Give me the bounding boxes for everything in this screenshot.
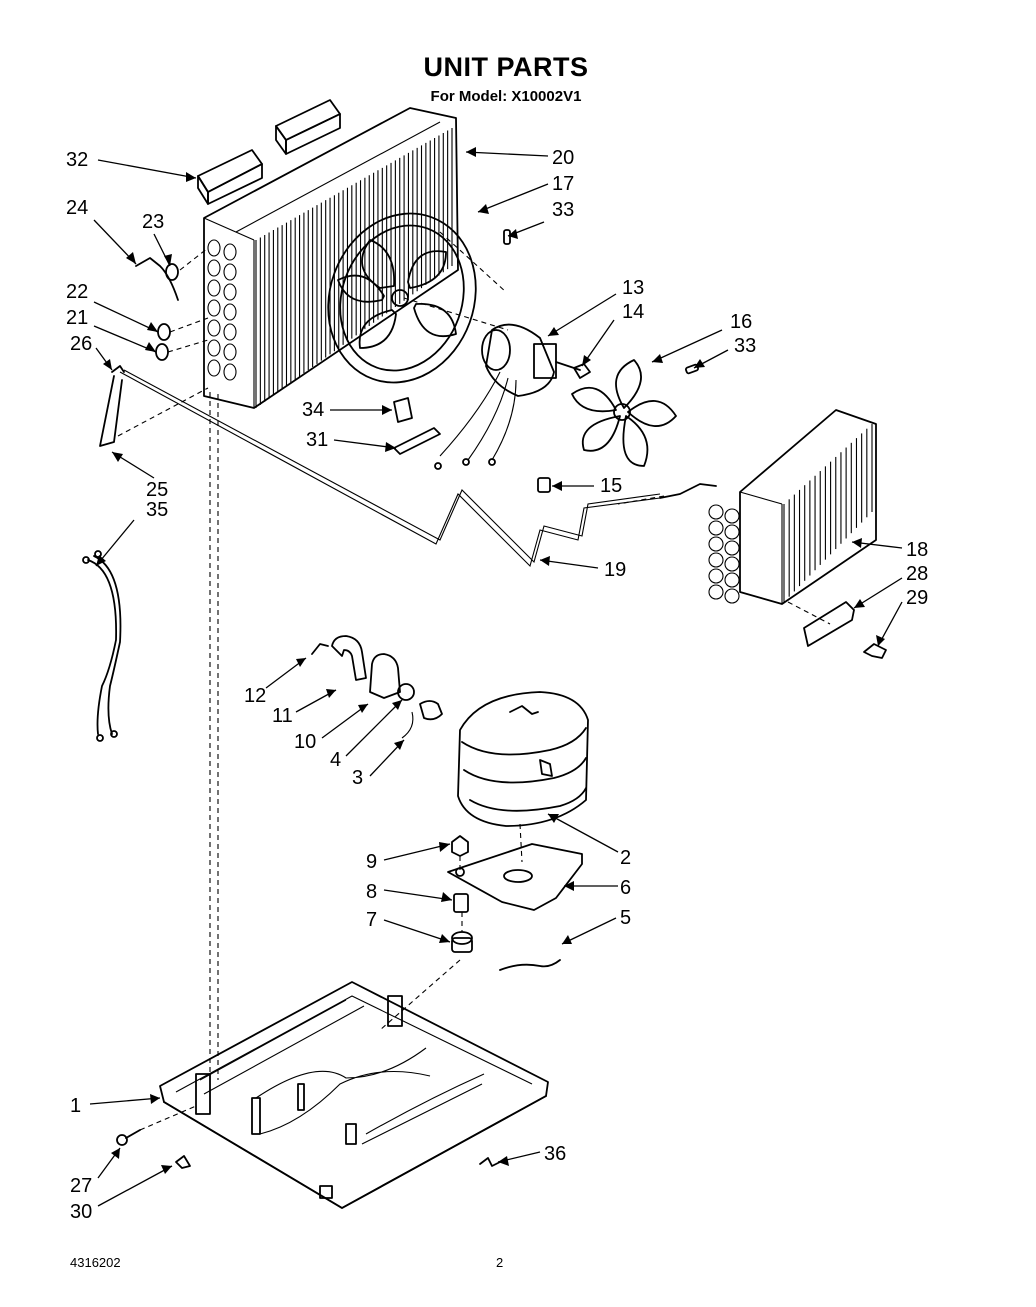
callout-21: 21: [66, 307, 88, 329]
callout-20: 20: [552, 147, 574, 169]
callout-24: 24: [66, 197, 88, 219]
callout-19: 19: [604, 559, 626, 581]
bracket: [393, 397, 413, 423]
callout-5: 5: [620, 907, 631, 929]
wire: [499, 959, 561, 971]
fan-motor: [434, 323, 581, 470]
callout-7: 7: [366, 909, 377, 931]
leader-lines: [89, 151, 903, 1207]
screw: [116, 1105, 197, 1146]
mounting-hardware: [379, 835, 583, 1031]
callout-22: 22: [66, 281, 88, 303]
model-subtitle: For Model: X10002V1: [430, 88, 582, 105]
callout-1: 1: [70, 1095, 81, 1117]
callout-12: 12: [244, 685, 266, 707]
callout-labels: 32 20 17 24 23 33 13 14 22 21 26 16 33 3…: [66, 147, 928, 1223]
callout-10: 10: [294, 731, 316, 753]
nut: [573, 363, 591, 379]
callout-9: 9: [366, 851, 377, 873]
callout-30: 30: [70, 1201, 92, 1223]
page-title: UNIT PARTS: [423, 52, 589, 82]
callout-33b: 33: [734, 335, 756, 357]
callout-36: 36: [544, 1143, 566, 1165]
bracket: [787, 601, 855, 647]
wire-harness: [82, 550, 122, 742]
condenser-top-blocks: [197, 99, 341, 205]
callout-32: 32: [66, 149, 88, 171]
callout-25: 25: [146, 479, 168, 501]
compressor: [457, 691, 589, 863]
base-pan: [159, 981, 549, 1209]
clip: [863, 643, 887, 659]
callout-29: 29: [906, 587, 928, 609]
fan-shroud: [327, 212, 509, 384]
callout-18: 18: [906, 539, 928, 561]
clip: [537, 477, 551, 493]
callout-17: 17: [552, 173, 574, 195]
callout-33a: 33: [552, 199, 574, 221]
strap: [393, 427, 441, 455]
evaporator-coil: [617, 409, 877, 605]
leader-arrowheads: [96, 147, 885, 1174]
callout-3: 3: [352, 767, 363, 789]
condenser-coil: [203, 107, 459, 409]
callout-26: 26: [70, 333, 92, 355]
page-number: 2: [496, 1255, 504, 1270]
callout-4: 4: [330, 749, 341, 771]
blower-wheel: [571, 359, 677, 467]
callout-8: 8: [366, 881, 377, 903]
callout-16: 16: [730, 311, 752, 333]
callout-28: 28: [906, 563, 928, 585]
callout-34: 34: [302, 399, 324, 421]
callout-13: 13: [622, 277, 644, 299]
capillary-tube: [119, 369, 661, 568]
document-number: 4316202: [70, 1255, 121, 1270]
compressor-accessories: [311, 635, 443, 739]
callout-14: 14: [622, 301, 644, 323]
callout-23: 23: [142, 211, 164, 233]
callout-31: 31: [306, 429, 328, 451]
callout-35: 35: [146, 499, 168, 521]
callout-6: 6: [620, 877, 631, 899]
callout-27: 27: [70, 1175, 92, 1197]
clip: [175, 1155, 501, 1169]
tube-assembly: [99, 247, 209, 447]
callout-11: 11: [272, 705, 293, 727]
callout-15: 15: [600, 475, 622, 497]
callout-2: 2: [620, 847, 631, 869]
